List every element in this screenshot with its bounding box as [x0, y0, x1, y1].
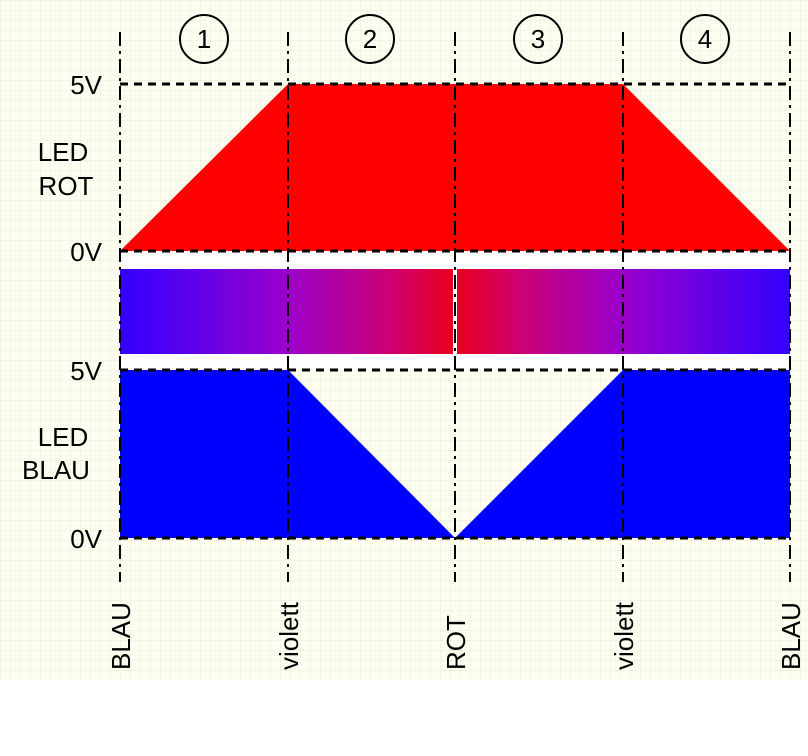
- bottom-label-rot: ROT: [441, 615, 471, 670]
- phase-boundaries: [119, 32, 791, 582]
- phase-circle: [179, 14, 229, 64]
- blue-led-label-line2: BLAU: [22, 455, 90, 485]
- phase-marker-4: 4: [680, 14, 730, 64]
- bottom-label-blau-right: BLAU: [776, 602, 806, 670]
- phase-circle: [680, 14, 730, 64]
- phase-marker-2: 2: [345, 14, 395, 64]
- blue-level-high: 5V: [70, 356, 102, 386]
- bottom-label-blau-left: BLAU: [106, 602, 136, 670]
- red-led-label-line2: ROT: [39, 171, 94, 201]
- phase-circle: [513, 14, 563, 64]
- phase-number: 1: [197, 24, 211, 54]
- phase-number: 2: [363, 24, 377, 54]
- red-led-label-line1: LED: [38, 137, 89, 167]
- phase-number: 4: [698, 24, 712, 54]
- bottom-label-violett-left: violett: [274, 601, 304, 670]
- blue-led-label-line1: LED: [38, 422, 89, 452]
- bottom-label-violett-right: violett: [609, 601, 639, 670]
- red-level-low: 0V: [70, 237, 102, 267]
- red-level-high: 5V: [70, 70, 102, 100]
- phase-marker-1: 1: [179, 14, 229, 64]
- blue-level-low: 0V: [70, 524, 102, 554]
- phase-number: 3: [531, 24, 545, 54]
- phase-circle: [345, 14, 395, 64]
- mix-bar-left: [120, 269, 453, 354]
- phase-marker-3: 3: [513, 14, 563, 64]
